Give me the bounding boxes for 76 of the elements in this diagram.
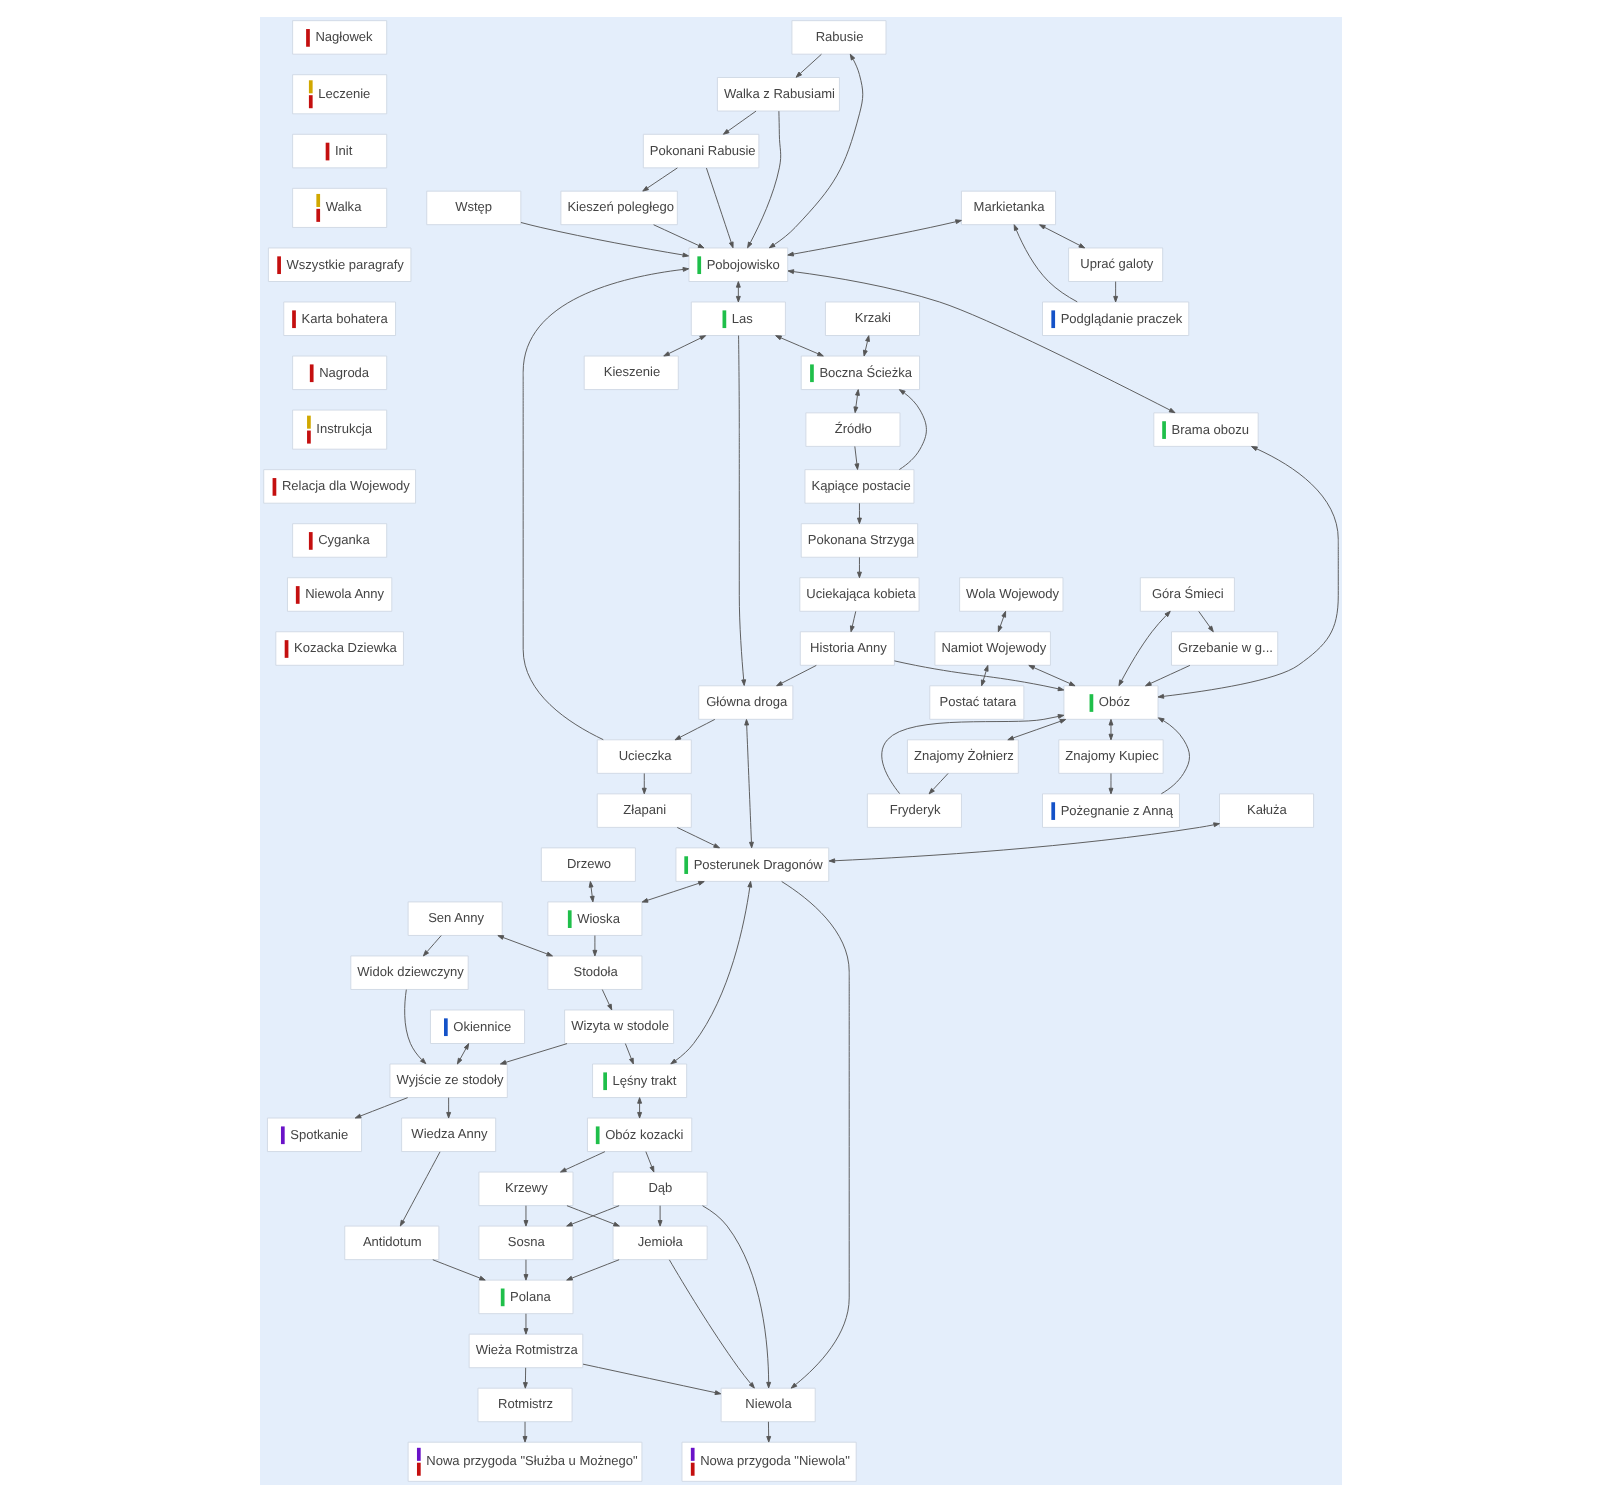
arrow [636, 1097, 642, 1119]
arrow [521, 1421, 527, 1443]
arrow [786, 269, 1175, 414]
arrow [662, 335, 706, 357]
arrow [565, 1205, 619, 1227]
arrow [1006, 718, 1066, 741]
arrow [353, 1097, 408, 1119]
arrow [1038, 224, 1085, 249]
arrow [667, 1259, 754, 1389]
arrow [1156, 446, 1338, 699]
arrow [1144, 664, 1190, 687]
arrow [701, 1205, 771, 1389]
arrow [496, 935, 552, 957]
arrow [623, 1043, 633, 1065]
arrow [704, 167, 733, 249]
arrow [765, 1421, 771, 1443]
arrow [856, 556, 861, 579]
arrow [780, 881, 849, 1389]
arrow [734, 281, 740, 303]
arrow [737, 335, 746, 686]
arrow [656, 1205, 662, 1227]
arrow [721, 110, 756, 135]
arrow [398, 1151, 440, 1227]
arrow [1012, 224, 1077, 303]
arrow [587, 881, 594, 903]
arrow [892, 660, 1064, 692]
arrow [455, 1043, 469, 1065]
arrow [669, 880, 752, 1065]
arrow [1027, 664, 1075, 687]
arrow [979, 664, 988, 687]
arrow [1112, 281, 1118, 303]
arrow [1117, 610, 1170, 687]
arrow [767, 53, 863, 249]
arrow [521, 267, 689, 741]
arrow [746, 110, 781, 249]
arrow [880, 714, 1064, 795]
arrow [861, 335, 869, 357]
arrow [652, 224, 704, 249]
arrow [794, 53, 821, 78]
arrow [675, 827, 719, 849]
arrow [403, 989, 426, 1065]
arrow [775, 664, 816, 687]
arrow [522, 1259, 528, 1281]
arrow [522, 1367, 527, 1389]
arrow [852, 389, 859, 414]
arrow [640, 880, 704, 903]
arrow [897, 389, 926, 470]
arrow [522, 1205, 528, 1227]
arrow [786, 219, 961, 257]
arrow [591, 935, 597, 957]
arrow [644, 1151, 654, 1173]
arrow [743, 718, 753, 849]
arrow [640, 773, 646, 795]
arrow [581, 1363, 721, 1395]
arrow [559, 1151, 605, 1173]
arrow [498, 1043, 567, 1065]
arrow [565, 1259, 619, 1281]
arrow [431, 1259, 485, 1281]
arrow [519, 222, 689, 258]
arrow [1107, 773, 1113, 795]
arrow [774, 335, 823, 357]
arrow [1156, 717, 1189, 795]
arrow [445, 1097, 451, 1119]
arrow [1197, 610, 1213, 633]
arrow [996, 610, 1006, 633]
arrow [848, 610, 856, 633]
arrow [853, 446, 859, 470]
arrow [641, 167, 677, 192]
arrow [856, 502, 861, 525]
arrow [1107, 718, 1113, 741]
arrow [673, 718, 715, 741]
arrow [421, 935, 441, 957]
arrow [827, 822, 1219, 864]
arrow [927, 773, 948, 795]
arrow [522, 1313, 528, 1335]
arrow [600, 989, 612, 1011]
